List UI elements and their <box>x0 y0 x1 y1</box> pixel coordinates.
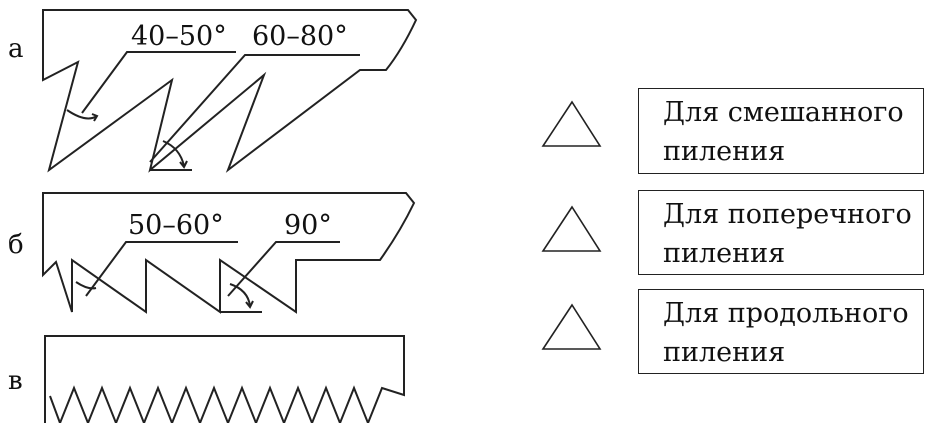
blade-b-angle-leader-1 <box>85 241 238 297</box>
blade-a-angle-arrow-2 <box>179 160 188 169</box>
option-mixed-cut-line-1: Для смешанного <box>663 97 904 128</box>
option-mixed-cut: Для смешанного пиления <box>638 88 924 174</box>
option-rip-cut: Для продольного пиления <box>638 289 924 374</box>
blade-c-outline <box>44 335 405 423</box>
option-rip-cut-line-1: Для продольного <box>663 298 909 329</box>
option-rip-cut-line-2: пиления <box>663 337 786 368</box>
option-cross-cut: Для поперечного пиления <box>638 190 924 275</box>
blade-c-letter: в <box>8 366 23 396</box>
option-cross-cut-line-1: Для поперечного <box>663 199 912 230</box>
blade-a <box>42 9 418 173</box>
blade-b-angle-arc-2 <box>229 283 251 307</box>
blade-b-outline <box>42 192 416 314</box>
blade-a-angle-leader-1 <box>81 51 236 114</box>
answer-triangles <box>541 100 602 350</box>
blade-b-angle-leader-2 <box>227 241 340 297</box>
option-mixed-cut-line-2: пиления <box>663 136 786 167</box>
blade-b-angle-label-2: 90° <box>284 210 332 241</box>
blade-b-angle-arrow-2 <box>245 300 254 309</box>
blade-b <box>42 192 416 314</box>
blade-c <box>44 335 405 423</box>
answer-triangle-3[interactable] <box>541 303 602 350</box>
blade-a-angle-arrow-1 <box>91 113 99 122</box>
blade-b-letter: б <box>8 230 24 260</box>
blade-a-outline <box>42 9 418 173</box>
blade-a-angle-arc-2 <box>162 140 185 167</box>
blade-a-angle-leader-2 <box>149 54 360 163</box>
answer-triangle-1[interactable] <box>541 100 602 147</box>
blade-a-angle-arc-1 <box>66 109 98 120</box>
blade-a-letter: а <box>8 34 24 64</box>
option-cross-cut-line-2: пиления <box>663 238 786 269</box>
blade-b-angle-arc-1 <box>75 281 97 290</box>
blade-a-angle-label-2: 60–80° <box>252 21 348 52</box>
answer-triangle-2[interactable] <box>541 205 602 252</box>
blade-b-angle-label-1: 50–60° <box>128 210 224 241</box>
blade-a-angle-label-1: 40–50° <box>131 21 227 52</box>
